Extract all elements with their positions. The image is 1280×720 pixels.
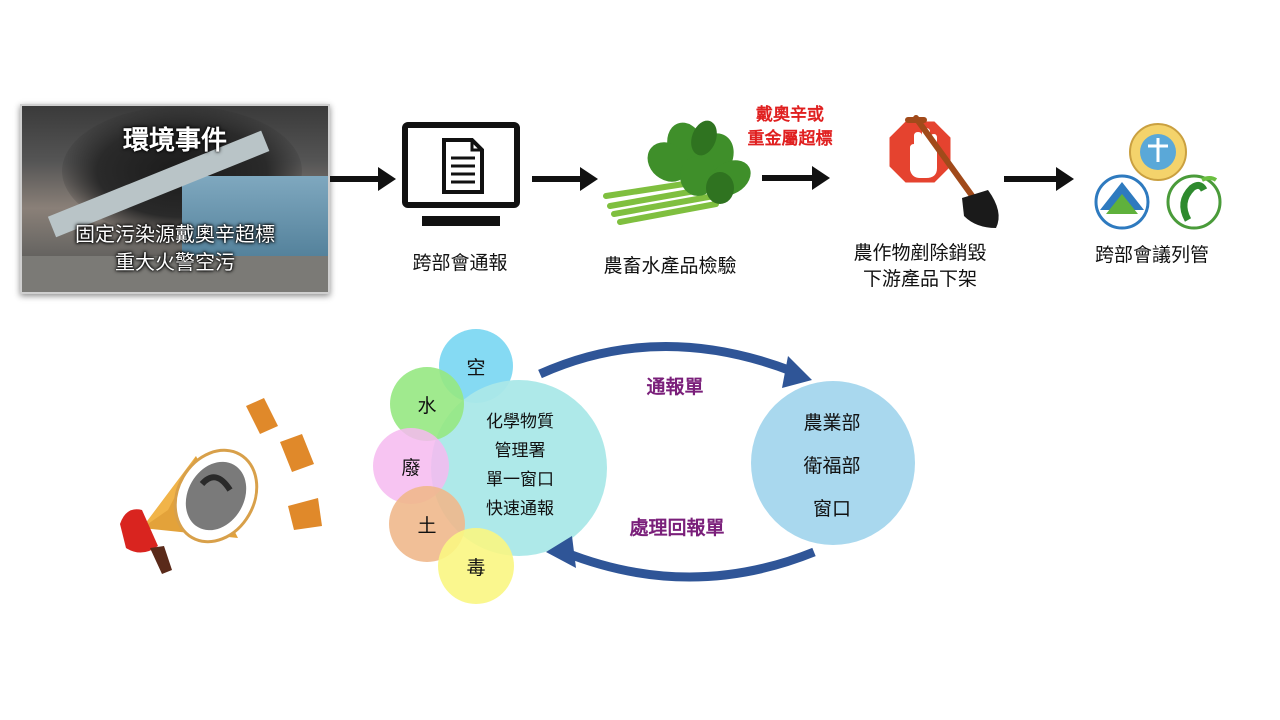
partner-line-2: 衛福部	[803, 455, 861, 477]
agriculture-ministry-logo-icon	[1166, 174, 1222, 230]
partner-ministries-text: 農業部 衛福部 窗口	[752, 402, 912, 531]
event-line-2: 重大火警空污	[115, 250, 235, 274]
removal-line-2: 下游產品下架	[862, 268, 977, 290]
environment-ministry-logo-icon	[1094, 174, 1150, 230]
event-line-1: 固定污染源戴奧辛超標	[75, 222, 275, 246]
step-removal: 農作物剷除銷毀 下游產品下架	[830, 240, 1010, 292]
flow-arrow-2	[532, 167, 598, 191]
response-arc-arrow	[562, 547, 816, 582]
flow-arrow-1	[330, 167, 396, 191]
environment-event-photo: 環境事件 固定污染源戴奧辛超標 重大火警空污	[20, 104, 330, 294]
center-line-1: 化學物質	[486, 412, 554, 432]
partner-ministries-circle	[751, 381, 915, 545]
exceed-warning: 戴奧辛或 重金屬超標	[730, 103, 850, 151]
flow-arrow-3	[762, 166, 830, 190]
report-arc-arrow	[538, 342, 796, 379]
partner-line-1: 農業部	[803, 412, 861, 434]
vegetable-icon	[603, 120, 751, 225]
media-water-label: 水	[417, 394, 437, 417]
exchange-arrows	[538, 342, 816, 582]
agency-logos	[1094, 123, 1222, 230]
center-line-4: 快速通報	[486, 499, 554, 519]
megaphone-icon	[120, 398, 322, 574]
report-form-label: 通報單	[646, 376, 704, 398]
stop-shovel-icon	[886, 115, 999, 228]
media-soil-label: 土	[417, 514, 437, 537]
partner-line-3: 窗口	[812, 498, 851, 520]
media-toxic-circle: 毒	[438, 528, 514, 604]
event-title: 環境事件	[122, 126, 227, 156]
step-inspection: 農畜水產品檢驗	[603, 255, 737, 277]
warning-line-2: 重金屬超標	[747, 129, 833, 149]
removal-line-1: 農作物剷除銷毀	[853, 242, 987, 264]
step-cross-ministry-meeting: 跨部會議列管	[1094, 244, 1209, 266]
center-line-3: 單一窗口	[486, 470, 554, 490]
ground	[22, 256, 328, 292]
center-agency-text: 化學物質 管理署 單一窗口 快速通報	[455, 408, 585, 524]
media-waste-label: 廢	[401, 456, 421, 479]
step-report: 跨部會通報	[412, 252, 508, 274]
media-toxic-label: 毒	[466, 556, 486, 579]
warning-line-1: 戴奧辛或	[756, 105, 824, 125]
response-form-label: 處理回報單	[629, 517, 725, 539]
media-air-label: 空	[466, 356, 486, 379]
event-description: 固定污染源戴奧辛超標 重大火警空污	[22, 220, 328, 276]
flow-arrow-4	[1004, 167, 1074, 191]
monitor-document-icon	[402, 122, 520, 226]
center-line-2: 管理署	[494, 441, 546, 461]
